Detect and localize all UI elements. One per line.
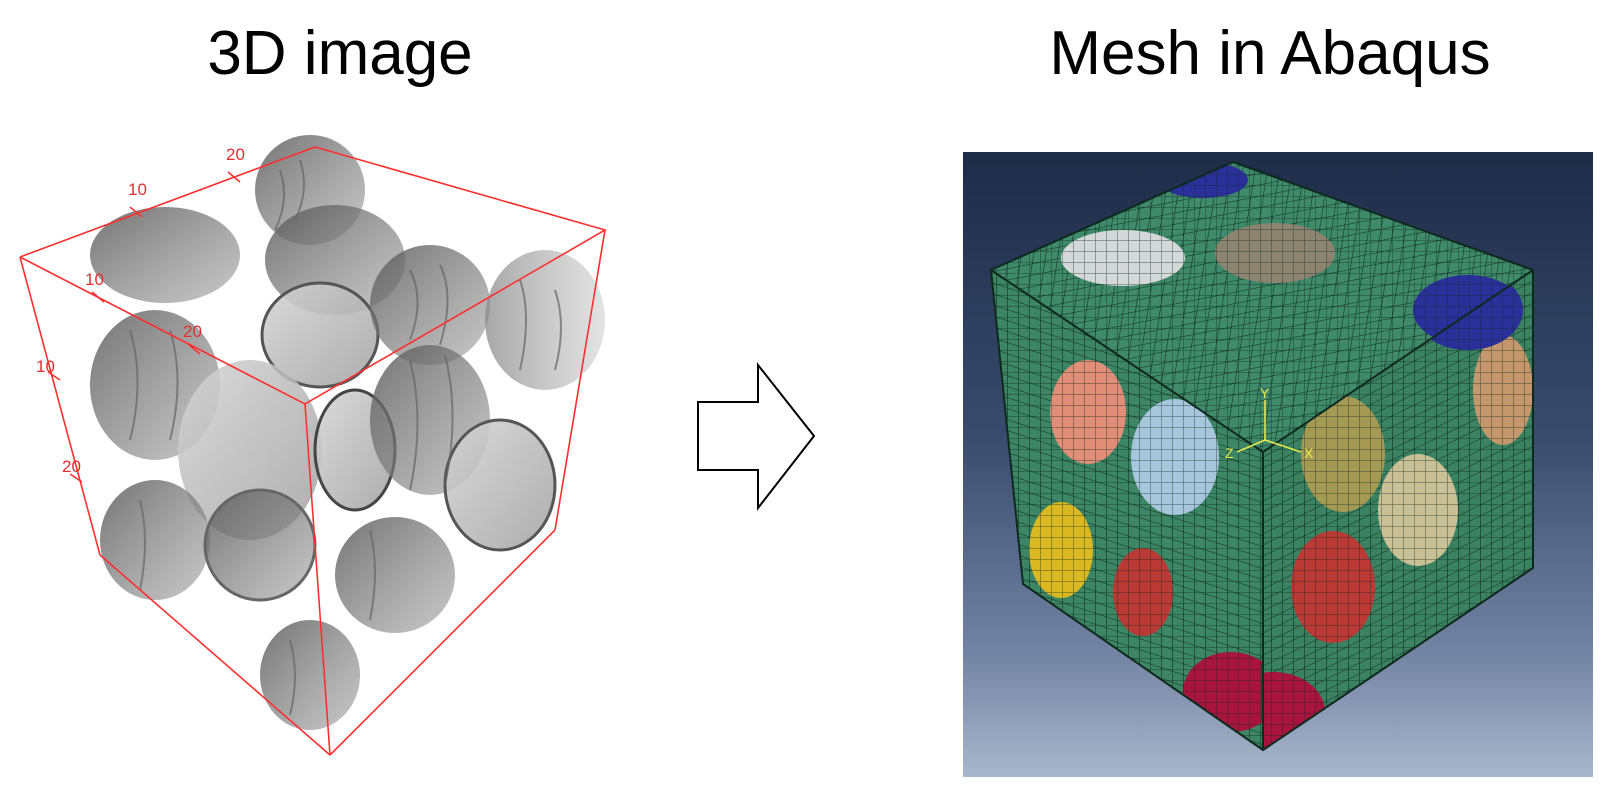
tick-label: 20 <box>226 145 245 164</box>
tick-label: 10 <box>85 270 104 289</box>
voxel-3d-image: 20 10 10 20 10 20 <box>19 135 608 756</box>
tick-label: 10 <box>36 357 55 376</box>
bounding-box <box>19 146 608 756</box>
coordinate-triad-icon <box>1236 400 1302 453</box>
particle-blobs <box>90 135 605 730</box>
axis-x-label: X <box>1304 445 1314 461</box>
axis-y-label: Y <box>1260 385 1270 401</box>
tick-label: 10 <box>128 180 147 199</box>
tick-label: 20 <box>62 457 81 476</box>
axis-z-label: Z <box>1225 445 1234 461</box>
tick-label: 20 <box>183 322 202 341</box>
title-mesh-in-abaqus: Mesh in Abaqus <box>1049 19 1491 88</box>
title-3d-image: 3D image <box>207 19 473 88</box>
mesh-cube: Y X Z <box>989 160 1536 752</box>
abaqus-viewport: Y X Z <box>963 152 1593 777</box>
right-arrow-outline-icon <box>697 362 816 511</box>
cube-edges <box>989 160 1536 752</box>
